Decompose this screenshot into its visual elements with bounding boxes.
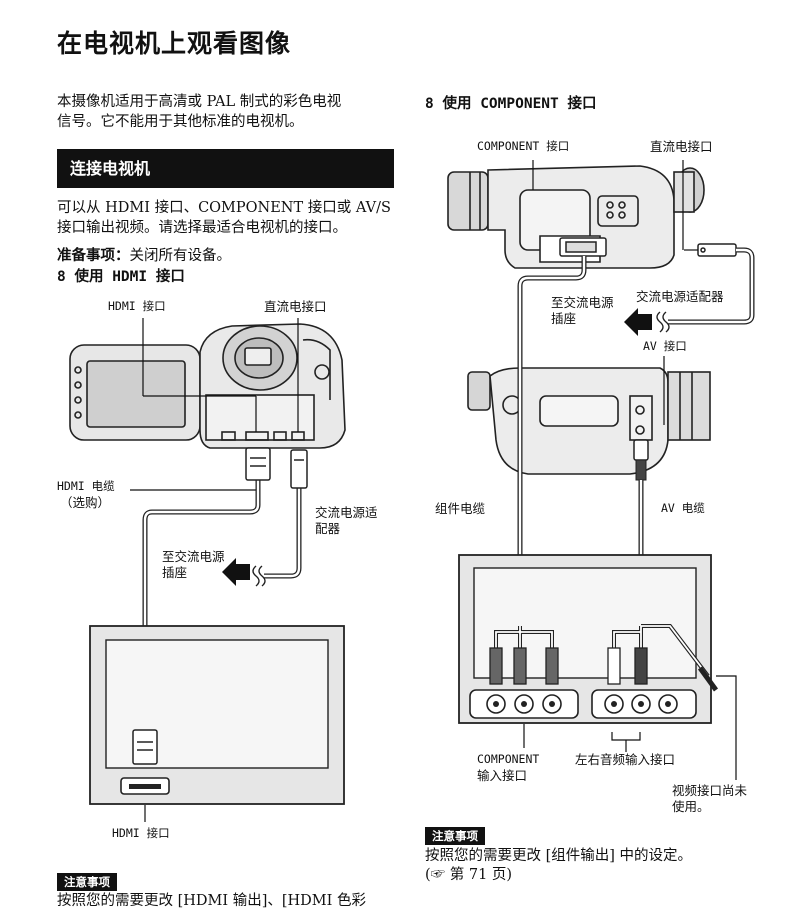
step-component: 8 使用 COMPONENT 接口 — [425, 96, 597, 112]
note-text-right-1: 按照您的需要更改 [组件输出] 中的设定。 — [425, 848, 693, 864]
page-title: 在电视机上观看图像 — [57, 29, 292, 58]
section-header: 连接电视机 — [57, 149, 394, 188]
note-tag-left: 注意事项 — [57, 873, 117, 891]
prep-line: 准备事项：关闭所有设备。 — [57, 246, 231, 266]
intro-line-1: 本摄像机适用于高清或 PAL 制式的彩色电视 — [57, 94, 342, 110]
label-to-outlet-left-2: 插座 — [162, 565, 188, 580]
label-ac-adapter-left-1: 交流电源适 — [315, 505, 378, 520]
label-tv-hdmi-port: HDMI 接口 — [112, 826, 170, 840]
label-to-outlet-right-2: 插座 — [551, 311, 577, 326]
label-to-outlet-left-1: 至交流电源 — [162, 549, 225, 564]
connect-line-2: 接口输出视频。请选择最适合电视机的接口。 — [57, 220, 347, 236]
component-connection-diagram — [447, 160, 755, 780]
label-component-port: COMPONENT 接口 — [477, 139, 570, 153]
note-text-left: 按照您的需要更改 [HDMI 输出]、[HDMI 色彩 — [57, 893, 366, 909]
note-text-right-2: (☞ 第 71 页) — [425, 867, 513, 883]
step-hdmi: 8 使用 HDMI 接口 — [57, 269, 185, 285]
label-hdmi-port: HDMI 接口 — [108, 299, 166, 313]
label-ac-adapter-right: 交流电源适配器 — [636, 289, 724, 304]
label-dc-port-left: 直流电接口 — [264, 299, 327, 314]
connect-line-1: 可以从 HDMI 接口、COMPONENT 接口或 AV/S — [57, 200, 391, 216]
hdmi-connection-diagram — [69, 318, 346, 822]
label-to-outlet-right-1: 至交流电源 — [551, 295, 614, 310]
label-ac-adapter-left-2: 配器 — [315, 521, 341, 536]
label-hdmi-cable-optional: （选购） — [60, 495, 111, 510]
label-video-unused-1: 视频接口尚未 — [672, 783, 748, 798]
intro-line-2: 信号。它不能用于其他标准的电视机。 — [57, 114, 304, 130]
label-av-cable: AV 电缆 — [661, 501, 705, 515]
label-hdmi-cable: HDMI 电缆 — [57, 479, 115, 493]
label-audio-input: 左右音频输入接口 — [575, 752, 676, 767]
note-tag-right: 注意事项 — [425, 827, 485, 845]
label-component-input-1: COMPONENT — [477, 752, 540, 766]
prep-text: 关闭所有设备。 — [129, 248, 232, 264]
label-component-cable: 组件电缆 — [435, 501, 486, 516]
prep-label: 准备事项： — [57, 248, 130, 264]
label-video-unused-2: 使用。 — [672, 799, 710, 814]
label-dc-port-right: 直流电接口 — [650, 139, 713, 154]
label-av-port: AV 接口 — [643, 339, 687, 353]
label-component-input-2: 输入接口 — [477, 768, 528, 783]
